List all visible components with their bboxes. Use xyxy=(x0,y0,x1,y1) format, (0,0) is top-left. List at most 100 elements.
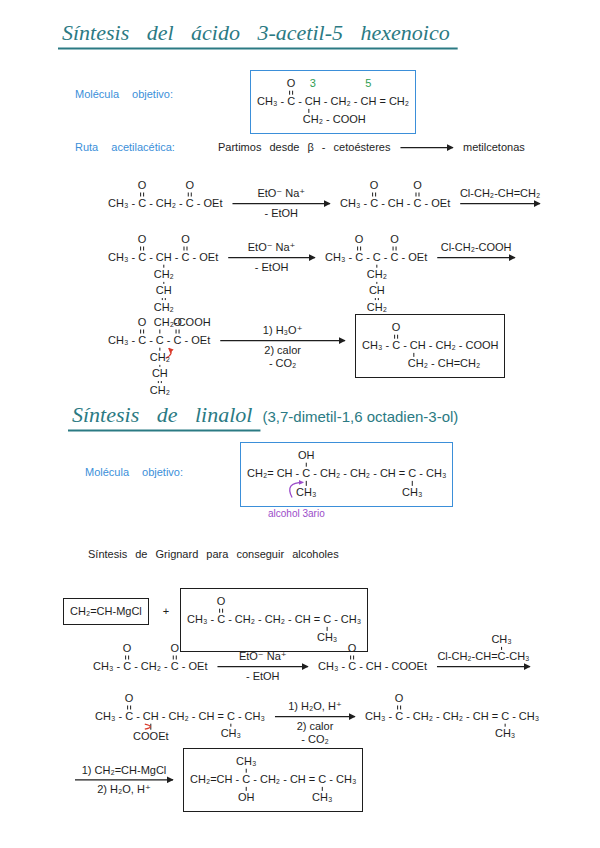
substituent: CH₂ xyxy=(367,301,387,314)
substituent: CH₃ xyxy=(236,755,256,768)
electron-arrow xyxy=(145,724,151,729)
reaction-arrow xyxy=(275,716,355,717)
bond-line xyxy=(394,335,395,339)
reagent-label: - CO₂ xyxy=(301,733,329,746)
reaction-arrow xyxy=(460,203,540,204)
substituent: O xyxy=(355,233,364,246)
bond-line xyxy=(306,481,307,486)
bond-line xyxy=(357,247,358,251)
chem-formula: CH₃ - C - CH - CH₂ - COOH xyxy=(362,339,498,352)
section-label: Ruta acetilacética: xyxy=(75,141,175,154)
bond-line xyxy=(418,193,419,197)
reagent-label: Cl-CH₂-COOH xyxy=(441,241,512,254)
reaction-arrow xyxy=(217,666,308,667)
reagent-label: 2) calor xyxy=(297,720,334,733)
bond-line xyxy=(159,365,160,367)
bond-line xyxy=(360,247,361,251)
substituent: O xyxy=(370,179,379,192)
reagent-label: - CO₂ xyxy=(269,357,297,370)
reagent-label: EtO⁻ Na⁺ xyxy=(257,187,305,200)
reagent-label: 2) H₂O, H⁺ xyxy=(97,783,150,796)
reaction-arrow xyxy=(220,340,345,341)
substituent: CH₃ xyxy=(495,727,515,740)
substituent: OH xyxy=(238,791,255,804)
substituent: CH₃ xyxy=(296,486,316,499)
substituent: O xyxy=(138,179,147,192)
bond-line xyxy=(322,787,323,791)
reagent-box: OCH₃ - C - CH₂ - CH₂ - CH = C - CH₃CH₃ xyxy=(180,588,368,652)
bond-line xyxy=(143,330,144,334)
chem-formula: CH₃ - C - C - C - OEt xyxy=(325,251,427,264)
substituent: CH xyxy=(369,284,385,297)
bond-line xyxy=(375,193,376,197)
substituent: CH₃ xyxy=(221,727,241,740)
bond-line xyxy=(505,724,506,727)
bond-line xyxy=(350,656,351,660)
substituent: O xyxy=(138,316,147,329)
chem-formula: CH₃ - C - CH₂ - C - OEt xyxy=(93,660,207,673)
substituent: CH₃ xyxy=(317,631,337,644)
bond-line xyxy=(125,656,126,660)
bond-line xyxy=(188,193,189,197)
plus-sign: + xyxy=(163,605,169,618)
bond-line xyxy=(353,656,354,660)
substituent: O xyxy=(138,233,147,246)
bond-line xyxy=(173,656,174,660)
chem-formula: CH₃ - C - CH₂ - CH₂ - CH = C - CH₃ xyxy=(365,710,539,723)
bond-line xyxy=(143,247,144,251)
bond-line xyxy=(375,298,376,300)
reaction-arrow xyxy=(232,203,330,204)
substituent: CH₃ xyxy=(312,791,332,804)
reagent-label: - EtOH xyxy=(246,670,280,683)
bond-line xyxy=(162,298,163,300)
substituent: CH₂ - COOH xyxy=(303,113,366,126)
reagent-label: 2) calor xyxy=(264,344,301,357)
bond-line xyxy=(376,282,377,284)
reaction-arrow xyxy=(437,666,530,667)
bond-line xyxy=(372,193,373,197)
bond-line xyxy=(158,381,159,383)
reaction-arrow xyxy=(400,147,453,148)
bond-line xyxy=(179,330,180,334)
bond-line xyxy=(163,265,164,268)
substituent: CH xyxy=(156,284,172,297)
bond-line xyxy=(397,706,398,710)
section-heading: Síntesis de linalol xyxy=(72,402,252,428)
bond-line xyxy=(306,463,307,467)
substituent: CH₂ xyxy=(367,268,387,281)
bond-line xyxy=(191,193,192,197)
annotation: alcohol 3ario xyxy=(268,508,325,520)
substituent: O xyxy=(125,692,134,705)
chem-formula: CH₃ - C - CH - CH₂ - CH = C - CH₃ xyxy=(95,710,265,723)
reagent-label: 1) CH₂=CH-MgCl xyxy=(82,764,167,777)
locant-number: 3 xyxy=(310,77,316,90)
substituent: O xyxy=(348,642,357,655)
product-box: OCH₃ - C - CH - CH₂ - COOHCH₂ - CH=CH₂ xyxy=(355,314,505,378)
bond-line xyxy=(176,330,177,334)
bond-line xyxy=(127,706,128,710)
bond-line xyxy=(219,609,220,613)
product-box: CH₃CH₂=CH - C - CH₂ - CH = C - CH₃OHCH₃ xyxy=(183,748,363,812)
reagent-label: 1) H₃O⁺ xyxy=(263,324,303,337)
reaction-arrow xyxy=(75,779,173,780)
substituent: O xyxy=(173,316,182,329)
section-heading: (3,7-dimetil-1,6 octadien-3-ol) xyxy=(262,408,458,426)
reagent-label: - EtOH xyxy=(264,207,298,220)
reagent-label: Cl-CH₂-CH=C-CH₃ xyxy=(437,650,529,663)
bond-line xyxy=(165,298,166,300)
substituent: CH₂ xyxy=(154,268,174,281)
bond-line xyxy=(393,247,394,251)
bond-line xyxy=(397,335,398,339)
chem-formula: CH₃ - C - CH - C - OEt xyxy=(340,197,450,210)
bond-line xyxy=(246,769,247,773)
bond-line xyxy=(163,282,164,284)
bond-line xyxy=(412,481,413,486)
page-title: Síntesis del ácido 3-acetil-5 hexenoico xyxy=(62,20,450,46)
substituent: O xyxy=(390,233,399,246)
reagent-label: EtO⁻ Na⁺ xyxy=(239,650,287,663)
bond-line xyxy=(413,353,414,357)
heading-underline xyxy=(58,47,458,49)
bond-line xyxy=(159,330,160,334)
substituent: CH₂ xyxy=(150,384,170,397)
note-text: metilcetonas xyxy=(463,141,525,154)
